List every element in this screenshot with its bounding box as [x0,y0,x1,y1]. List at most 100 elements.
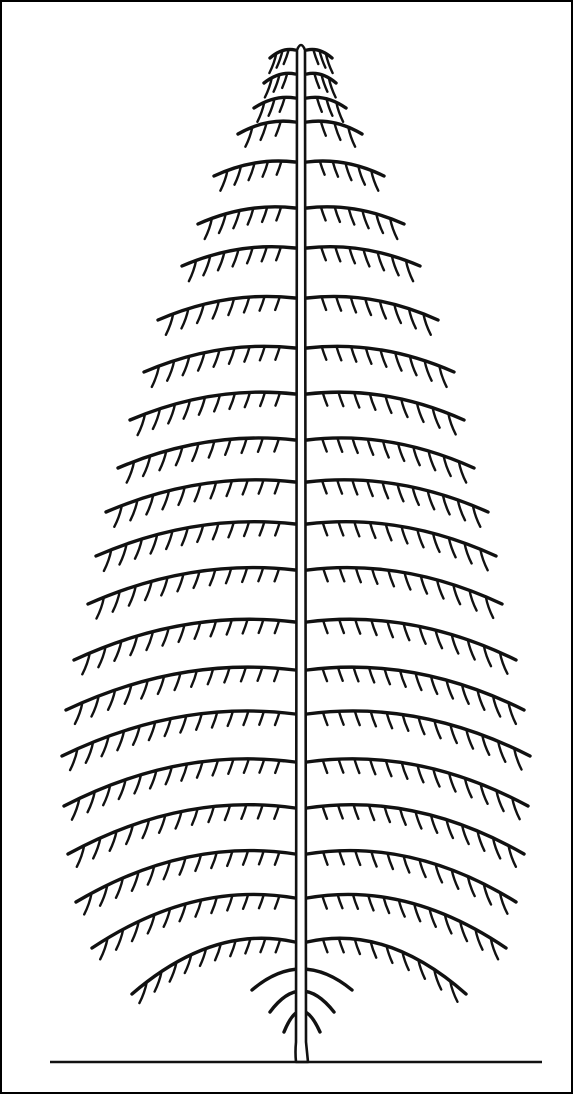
twig-right-14-3 [355,619,360,633]
twig-left-17-3 [244,759,249,773]
twig-left-8-1 [275,347,280,360]
twig-right-4-1 [320,161,325,175]
branch-left-7 [158,296,295,320]
twig-right-17-5 [386,761,392,777]
twig-left-16-2 [259,711,264,724]
twig-right-16-5 [387,713,393,729]
twig-left-14-3 [243,619,248,633]
twig-right-10-1 [322,439,327,452]
twig-right-12-4 [370,523,375,538]
twig-right-17-1 [323,760,327,773]
twig-right-6-3 [349,248,355,264]
twig-right-16-1 [323,712,328,725]
twig-right-6-1 [321,247,326,260]
twig-left-12-1 [275,523,280,536]
twig-right-5-2 [335,207,340,222]
twig-right-14-4 [371,620,376,635]
twig-left-11-2 [259,480,264,494]
twig-left-19-3 [243,851,248,865]
twig-left-14-1 [275,620,279,633]
twig-right-10-5 [383,441,389,458]
twig-left-10-1 [274,439,279,452]
twig-right-16-2 [339,711,344,724]
twig-left-14-2 [259,620,264,633]
twig-right-14-2 [339,619,344,633]
twig-left-9-3 [245,392,250,407]
twig-left-2-1 [280,97,285,112]
twig-left-15-3 [241,667,246,681]
twig-left-16-6 [196,714,202,730]
twig-right-15-2 [338,667,343,680]
twig-left-9-2 [260,392,265,406]
twig-right-13-4 [372,569,377,584]
twig-left-6-3 [247,248,253,264]
twig-right-21-2 [339,938,344,952]
twig-left-7-2 [260,296,265,310]
twig-left-19-1 [275,852,280,865]
twig-right-6-2 [335,247,340,261]
twig-right-18-4 [369,805,374,820]
twig-left-7-1 [275,297,280,310]
twig-right-13-3 [356,568,361,583]
twig-right-5-1 [321,207,326,220]
twig-right-17-3 [354,759,359,773]
twig-left-17-1 [275,760,279,773]
twig-left-9-1 [276,393,281,406]
twig-left-5-1 [276,207,281,220]
twig-right-18-2 [338,805,343,818]
twig-left-13-5 [210,569,216,585]
twig-left-13-3 [242,568,247,582]
twig-left-13-4 [226,568,231,583]
twig-right-15-1 [323,668,328,681]
twig-left-21-3 [245,939,250,954]
twig-right-16-4 [371,711,376,726]
twig-left-13-2 [258,568,263,582]
twig-right-19-1 [323,852,327,865]
twig-left-14-6 [195,623,201,639]
trunk-outline [296,45,309,1062]
twig-left-16-3 [244,711,249,725]
twig-left-21-1 [276,939,281,952]
twig-left-20-1 [275,896,280,909]
twig-left-18-2 [258,805,263,818]
twig-right-10-2 [337,438,342,452]
twig-right-8-4 [366,348,372,364]
twig-right-21-1 [323,939,328,952]
twig-left-10-4 [225,439,230,455]
twig-left-12-5 [213,523,219,539]
twig-right-4-2 [333,161,338,176]
twig-left-14-5 [211,621,217,637]
twig-right-12-1 [323,523,328,536]
twig-right-20-2 [338,895,343,909]
twig-left-14-4 [227,620,232,635]
twig-right-19-3 [355,851,360,865]
twig-left-20-3 [243,894,248,908]
twig-left-18-1 [274,806,279,819]
twig-left-21-2 [261,938,266,952]
twig-right-8-2 [336,346,341,360]
twig-left-12-4 [229,522,234,537]
twig-right-10-3 [353,438,358,453]
twig-right-20-4 [368,895,373,910]
twig-right-17-2 [339,759,344,773]
twig-left-15-5 [208,669,213,685]
twig-right-11-1 [322,481,327,494]
twig-right-7-3 [351,297,356,312]
twig-left-11-6 [195,484,201,501]
twig-right-18-5 [385,807,390,823]
branch-left-17 [64,759,295,806]
twig-left-3-1 [276,121,281,136]
twig-left-15-1 [274,668,278,681]
twig-right-11-5 [382,482,388,498]
twig-left-9-4 [230,393,236,409]
twig-left-7-4 [228,299,234,316]
twig-left-7-3 [244,297,249,312]
twig-right-11-6 [398,484,404,501]
twig-right-20-3 [353,894,358,908]
twig-right-13-2 [340,568,345,582]
twig-left-4-2 [263,161,268,176]
twig-right-8-1 [322,347,327,360]
twig-left-17-2 [260,759,265,772]
branch-left-9 [130,392,295,420]
